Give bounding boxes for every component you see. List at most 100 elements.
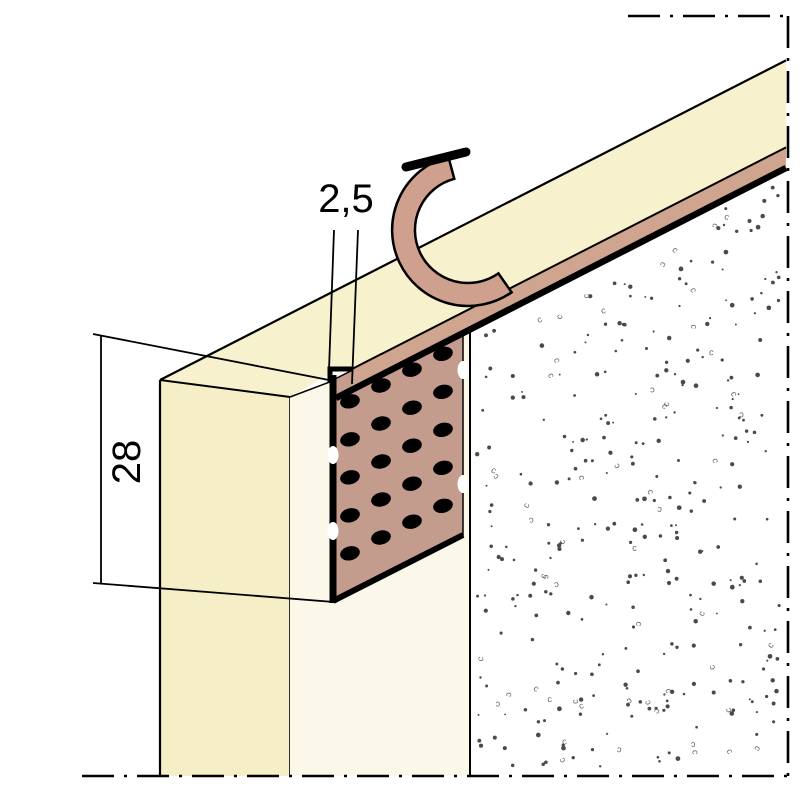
strip-ribbon [390, 155, 514, 308]
stipple-dot [665, 699, 669, 703]
perforation-hole [340, 470, 360, 485]
stipple-dot [477, 713, 480, 716]
stipple-dot [668, 495, 672, 500]
stipple-dot [541, 762, 545, 766]
perforation-holes [340, 346, 453, 561]
stipple-dot [631, 625, 636, 629]
stipple-dot [544, 760, 548, 765]
stipple-dot [533, 568, 538, 572]
stipple-mark: c [632, 543, 637, 553]
stipple-dot [510, 763, 515, 768]
stipple-dot [528, 593, 533, 598]
stipple-dot [709, 317, 712, 320]
stipple-dot [549, 592, 553, 596]
stipple-mark: c [706, 663, 717, 671]
stipple-dot [656, 755, 660, 759]
stipple-dot [737, 416, 741, 420]
plaster-surface [470, 165, 786, 776]
profile-bottom-edge [331, 532, 465, 604]
stipple-dot [492, 328, 497, 333]
stipple-mark: c [689, 324, 699, 330]
stipple-dot [658, 534, 663, 538]
stipple-dot [624, 646, 628, 650]
stipple-dot [665, 416, 668, 419]
stipple-dot [748, 698, 751, 701]
perforation-hole [371, 378, 391, 393]
stipple-dot [711, 690, 716, 695]
stipple-dot [483, 608, 488, 613]
stipple-dot [634, 573, 638, 577]
stipple-dot [695, 725, 698, 729]
stipple-dot [758, 579, 763, 583]
stipple-dot [702, 499, 707, 503]
stipple-dot [737, 393, 740, 396]
stipple-dot [623, 682, 628, 687]
stipple-dot [634, 392, 637, 396]
stipple-dot [738, 643, 743, 647]
stipple-mark: c [535, 314, 544, 325]
stipple-dot [711, 260, 715, 264]
stipple-dot [605, 732, 609, 735]
stipple-dot [543, 719, 546, 723]
stipple-dot [730, 462, 735, 467]
stipple-dot [750, 700, 754, 704]
stipple-dot [590, 672, 594, 677]
plaster-stipple-dots: cccccccccccccccccccccccccccccccccccccccc… [475, 185, 781, 768]
stipple-dot [752, 430, 757, 435]
stipple-dot [614, 349, 618, 353]
stipple-dot [721, 268, 724, 271]
perforation-hole [433, 346, 453, 362]
stipple-dot [729, 405, 733, 410]
stipple-dot [612, 421, 615, 424]
stipple-dot [593, 523, 597, 526]
stipple-dot [573, 466, 578, 471]
stipple-dot [720, 358, 724, 362]
stipple-dot [547, 541, 551, 545]
stipple-dot [731, 398, 734, 401]
stipple-mark: c [615, 745, 622, 756]
stipple-dot [577, 527, 580, 530]
stipple-mark: c [656, 505, 663, 516]
stipple-dot [729, 302, 735, 308]
dimension-label-2-5: 2,5 [318, 177, 374, 221]
stipple-dot [574, 671, 578, 676]
stipple-dot [649, 296, 654, 300]
stipple-dot [689, 593, 692, 597]
stipple-mark: c [546, 371, 557, 380]
stipple-dot [684, 282, 688, 286]
edge-notch [327, 446, 339, 464]
stipple-dot [658, 760, 661, 763]
stipple-mark: c [532, 683, 542, 694]
stipple-mark: c [723, 706, 734, 714]
stipple-dot [655, 373, 660, 378]
stipple-dot [755, 224, 761, 230]
dim-extension-line [92, 333, 335, 382]
stipple-dot [492, 735, 497, 740]
stipple-dot [722, 223, 726, 227]
stipple-dot [655, 475, 659, 478]
stipple-dot [691, 643, 696, 648]
stipple-dot [499, 631, 503, 635]
dimension-2-5: 2,5 [318, 177, 374, 385]
stipple-mark: c [710, 222, 721, 230]
stipple-dot [640, 523, 644, 526]
stipple-dot [677, 459, 680, 462]
stipple-dot [762, 198, 767, 203]
perforation-hole [402, 438, 422, 453]
board-top-back-edge [159, 59, 787, 381]
perforation-hole [340, 546, 360, 561]
stipple-dot [523, 708, 528, 712]
stipple-dot [573, 350, 577, 354]
stipple-dot [675, 645, 679, 650]
stipple-dot [521, 395, 526, 400]
stipple-dot [594, 372, 600, 377]
perforation-hole [402, 476, 422, 491]
dim-extension-line [92, 582, 335, 603]
stipple-dot [711, 581, 716, 586]
stipple-dot [729, 584, 735, 590]
stipple-dot [626, 580, 631, 585]
stipple-dot [632, 527, 638, 533]
stipple-dot [675, 535, 680, 541]
stipple-dot [755, 732, 759, 736]
stipple-dot [512, 558, 516, 562]
